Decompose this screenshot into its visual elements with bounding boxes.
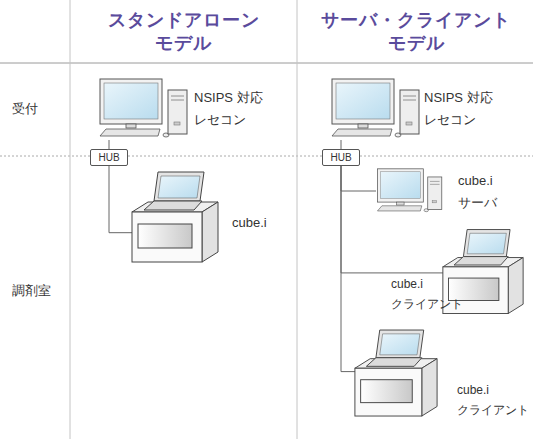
device-node: cube.i クライアント bbox=[443, 226, 525, 318]
network-cable bbox=[109, 140, 110, 149]
header-rule bbox=[0, 63, 533, 64]
network-cable bbox=[341, 166, 355, 372]
device-label: cube.i サーバ bbox=[458, 170, 508, 214]
hub-label: HUB bbox=[330, 153, 351, 163]
cube-device bbox=[132, 172, 218, 262]
column-divider bbox=[70, 0, 71, 439]
device-label: cube.i クライアント bbox=[391, 274, 431, 314]
cube-device bbox=[443, 230, 523, 314]
row-label: 調剤室 bbox=[12, 282, 62, 300]
device-label: cube.i クライアント bbox=[457, 380, 497, 420]
device-node: cube.i bbox=[132, 170, 220, 265]
column-header: サーバ・クライアント モデル bbox=[318, 9, 514, 55]
hub-label: HUB bbox=[98, 153, 119, 163]
desktop-computer bbox=[100, 79, 187, 137]
cube-device bbox=[355, 330, 437, 416]
network-cable bbox=[109, 166, 132, 233]
device-node: NSIPS 対応 レセコン bbox=[98, 78, 190, 140]
column-header: スタンドアローン モデル bbox=[108, 9, 258, 55]
server-computer bbox=[377, 169, 441, 212]
hub-box: HUB bbox=[90, 149, 128, 166]
row-divider bbox=[0, 156, 533, 157]
desktop-computer bbox=[332, 79, 419, 137]
device-node: NSIPS 対応 レセコン bbox=[330, 78, 422, 140]
device-node: cube.i クライアント bbox=[355, 326, 437, 421]
device-label: cube.i bbox=[232, 212, 292, 234]
device-node: cube.i サーバ bbox=[376, 168, 442, 214]
network-cable bbox=[341, 166, 376, 191]
hub-box: HUB bbox=[322, 149, 360, 166]
column-divider bbox=[297, 0, 298, 439]
network-cable bbox=[341, 140, 342, 149]
device-label: NSIPS 対応 レセコン bbox=[194, 87, 274, 131]
device-label: NSIPS 対応 レセコン bbox=[424, 87, 504, 131]
row-label: 受付 bbox=[12, 100, 62, 118]
network-cable bbox=[341, 166, 443, 273]
